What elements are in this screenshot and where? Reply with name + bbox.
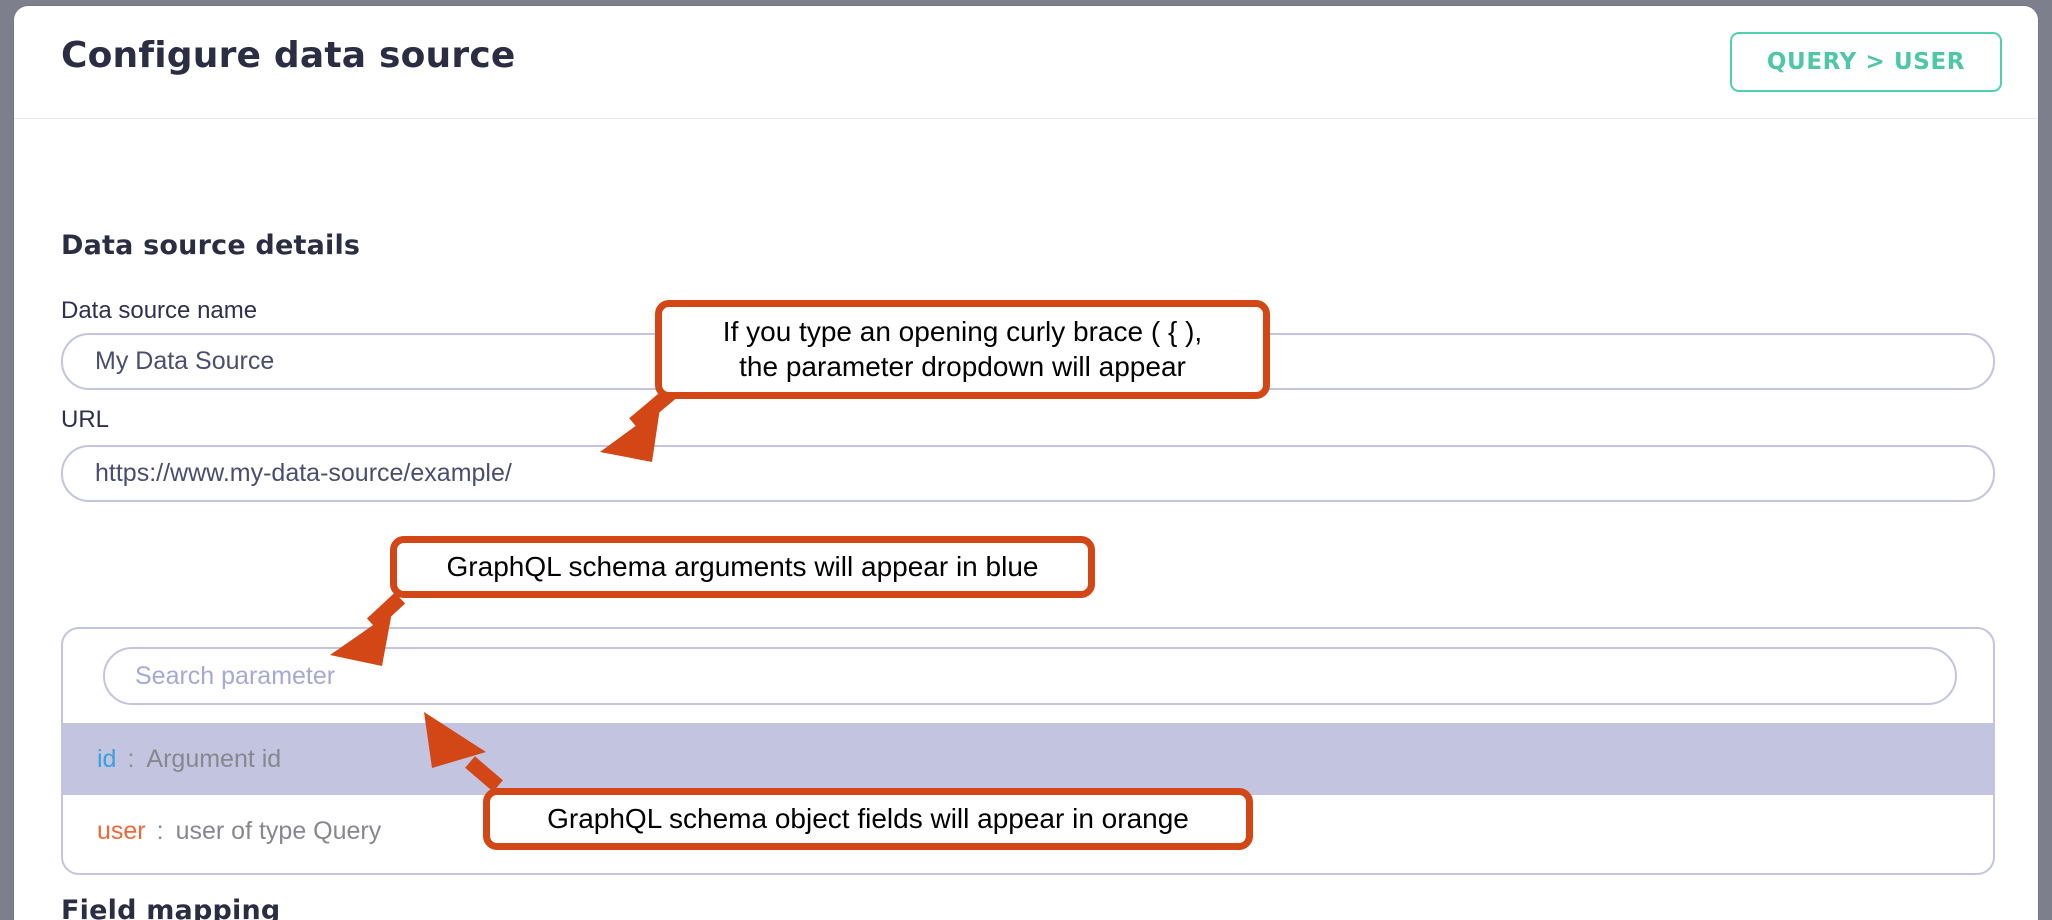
card-header: Configure data source QUERY > USER [14,6,2038,119]
data-source-details-heading: Data source details [61,230,361,261]
configure-data-source-card: Configure data source QUERY > USER Data … [14,6,2038,920]
dropdown-option-id[interactable]: id : Argument id [63,723,1993,795]
search-parameter-placeholder: Search parameter [135,661,336,690]
callout-fields-orange-text: GraphQL schema object fields will appear… [547,802,1189,834]
dropdown-option-description: user of type Query [175,816,382,845]
callout-curly-brace: If you type an opening curly brace ( { )… [655,300,1270,399]
callout-curly-brace-line2: the parameter dropdown will appear [739,350,1186,382]
url-label: URL [61,406,110,433]
url-value: https://www.my-data-source/example/ [95,459,512,487]
callout-curly-brace-line1: If you type an opening curly brace ( { )… [722,316,1203,348]
field-mapping-heading: Field mapping [61,895,281,920]
dropdown-option-key: id [97,744,117,773]
data-source-name-value: My Data Source [95,347,275,375]
data-source-name-label: Data source name [61,297,258,324]
dropdown-option-separator: : [127,744,135,773]
dropdown-option-key: user [97,816,146,845]
url-input[interactable]: https://www.my-data-source/example/ [61,445,1995,502]
dropdown-option-user[interactable]: user : user of type Query [63,795,1993,867]
dropdown-option-separator: : [156,816,164,845]
dropdown-option-description: Argument id [146,744,282,773]
query-user-button[interactable]: QUERY > USER [1730,32,2002,92]
callout-arguments-blue: GraphQL schema arguments will appear in … [390,536,1095,598]
page-title: Configure data source [61,35,516,76]
search-parameter-input[interactable]: Search parameter [103,647,1957,705]
callout-arguments-blue-text: GraphQL schema arguments will appear in … [446,550,1039,582]
callout-fields-orange: GraphQL schema object fields will appear… [483,788,1253,850]
